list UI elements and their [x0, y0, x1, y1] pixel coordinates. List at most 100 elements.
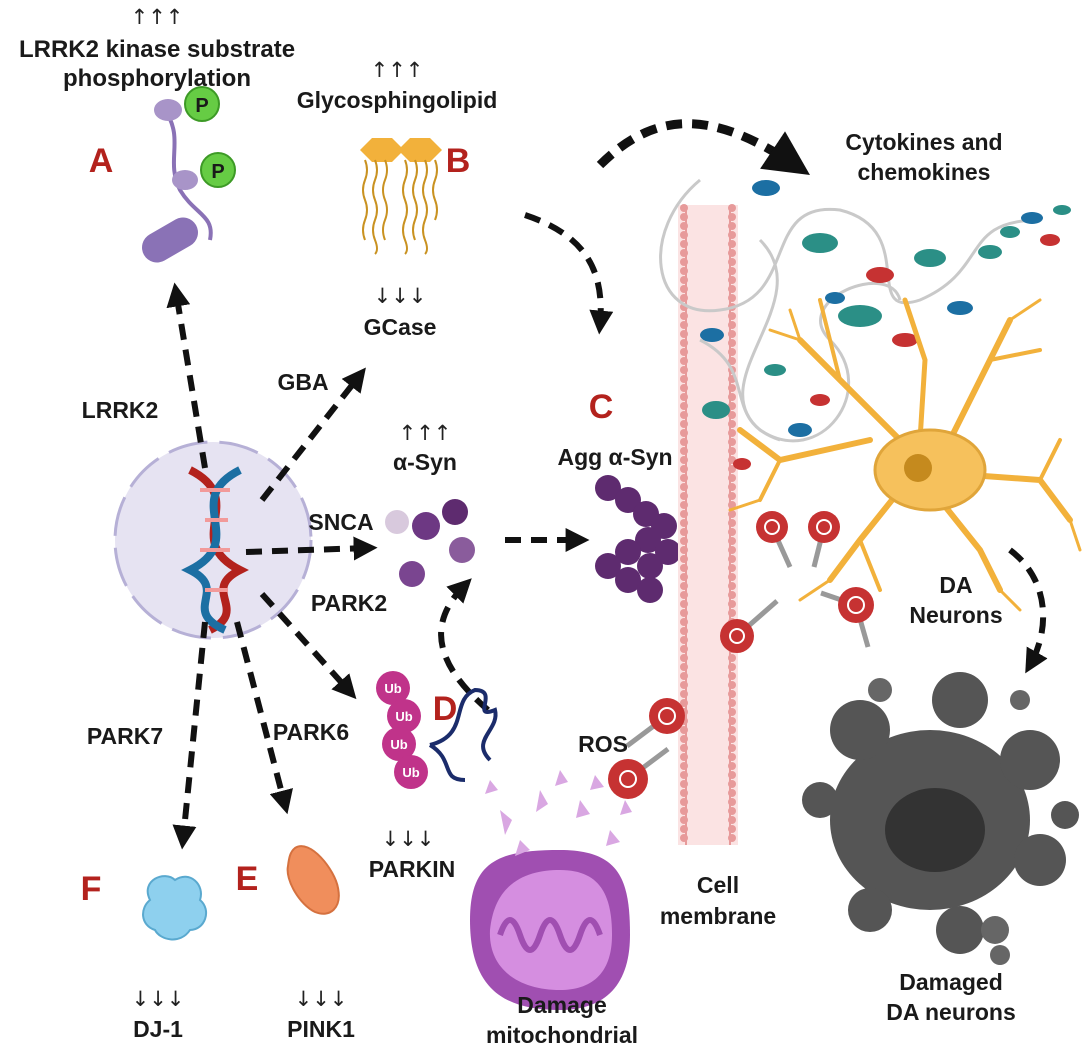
membrane-bead: [728, 591, 736, 599]
membrane-bead: [680, 357, 688, 365]
cell-membrane: [678, 204, 738, 845]
panel-letter-f: F: [81, 870, 102, 908]
membrane-bead: [728, 573, 736, 581]
membrane-bead: [680, 816, 688, 824]
gene-label-park6: PARK6: [273, 719, 349, 745]
damaged-neurons-label-line2: DA neurons: [886, 999, 1016, 1025]
membrane-bead: [680, 402, 688, 410]
membrane-bead: [680, 663, 688, 671]
gene-label-park7: PARK7: [87, 723, 163, 749]
membrane-bead: [680, 483, 688, 491]
gene-label-lrrk2: LRRK2: [82, 397, 159, 423]
arrow-lrrk2: [166, 282, 208, 469]
membrane-bead: [680, 258, 688, 266]
membrane-bead: [680, 240, 688, 248]
ubiquitin-chain-icon: Ub Ub Ub Ub: [376, 671, 498, 789]
da-neurons-label-line1: DA: [939, 572, 972, 598]
membrane-bead: [728, 762, 736, 770]
parkin-label: PARKIN: [369, 856, 455, 882]
phospho-p-icon: [184, 86, 220, 122]
membrane-bead: [680, 213, 688, 221]
arrow-to-cytokines: [596, 119, 810, 175]
cell-membrane-label-line2: membrane: [660, 903, 776, 929]
membrane-bead: [728, 744, 736, 752]
glycosphingolipid-icon: [360, 138, 442, 255]
lrrk2-substrate-label-line1: LRRK2 kinase substrate: [19, 36, 295, 63]
phospho-label-1: P: [195, 95, 208, 117]
membrane-bead: [728, 735, 736, 743]
membrane-bead: [728, 411, 736, 419]
membrane-bead: [680, 321, 688, 329]
membrane-bead: [728, 699, 736, 707]
membrane-bead: [728, 321, 736, 329]
arrow-parkin-to-syn: [438, 578, 490, 713]
membrane-bead: [728, 330, 736, 338]
gcase-down-indicator: ↓↓↓: [374, 284, 427, 308]
membrane-bead: [728, 402, 736, 410]
pink1-down-indicator: ↓↓↓: [295, 987, 348, 1011]
membrane-bead: [680, 834, 688, 842]
membrane-bead: [728, 348, 736, 356]
membrane-bead: [680, 375, 688, 383]
membrane-bead: [680, 726, 688, 734]
membrane-bead: [680, 609, 688, 617]
membrane-bead: [728, 825, 736, 833]
membrane-bead: [728, 672, 736, 680]
membrane-bead: [728, 474, 736, 482]
arrow-park6: [234, 621, 293, 815]
cytokines-label-line2: chemokines: [858, 159, 991, 185]
membrane-bead: [680, 582, 688, 590]
membrane-bead: [680, 285, 688, 293]
membrane-bead: [728, 204, 736, 212]
membrane-bead: [728, 681, 736, 689]
membrane-bead: [680, 330, 688, 338]
dj1-down-indicator: ↓↓↓: [132, 987, 185, 1011]
membrane-bead: [680, 528, 688, 536]
panel-letter-c: C: [589, 388, 614, 426]
membrane-bead: [728, 222, 736, 230]
membrane-bead: [680, 618, 688, 626]
membrane-bead: [680, 591, 688, 599]
membrane-bead: [728, 429, 736, 437]
lrrk2-substrate-label-line2: phosphorylation: [63, 65, 251, 92]
membrane-bead: [680, 807, 688, 815]
membrane-bead: [680, 681, 688, 689]
membrane-bead: [728, 546, 736, 554]
membrane-bead: [680, 645, 688, 653]
arrow-park7: [172, 621, 208, 850]
cytokines-label-line1: Cytokines and: [845, 129, 1002, 155]
arrow-gba: [259, 367, 366, 502]
membrane-bead: [728, 780, 736, 788]
panel-letter-a: A: [89, 142, 114, 180]
damaged-mitochondrion-icon: [470, 770, 632, 1010]
membrane-bead: [680, 384, 688, 392]
membrane-bead: [728, 501, 736, 509]
membrane-bead: [728, 240, 736, 248]
gene-label-snca: SNCA: [308, 509, 373, 535]
nucleus: [113, 440, 313, 640]
membrane-bead: [680, 312, 688, 320]
membrane-bead: [680, 798, 688, 806]
membrane-bead: [680, 546, 688, 554]
membrane-bead: [680, 447, 688, 455]
damaged-neuron-icon: [802, 672, 1079, 965]
dna-helix-icon: [181, 466, 249, 634]
membrane-bead: [680, 672, 688, 680]
membrane-bead: [680, 276, 688, 284]
glycosphingolipid-label: Glycosphingolipid: [297, 87, 498, 113]
membrane-bead: [680, 366, 688, 374]
asyn-aggregate: [595, 475, 681, 603]
membrane-bead: [728, 519, 736, 527]
asyn-label: α-Syn: [393, 449, 457, 475]
membrane-bead: [728, 528, 736, 536]
membrane-bead: [680, 294, 688, 302]
membrane-bead: [680, 465, 688, 473]
membrane-bead: [728, 690, 736, 698]
asyn-up-indicator: ↑↑↑: [399, 421, 452, 445]
membrane-bead: [680, 789, 688, 797]
membrane-bead: [680, 438, 688, 446]
dj1-protein-icon: [142, 875, 208, 941]
ros-label: ROS: [578, 731, 628, 757]
membrane-bead: [728, 339, 736, 347]
